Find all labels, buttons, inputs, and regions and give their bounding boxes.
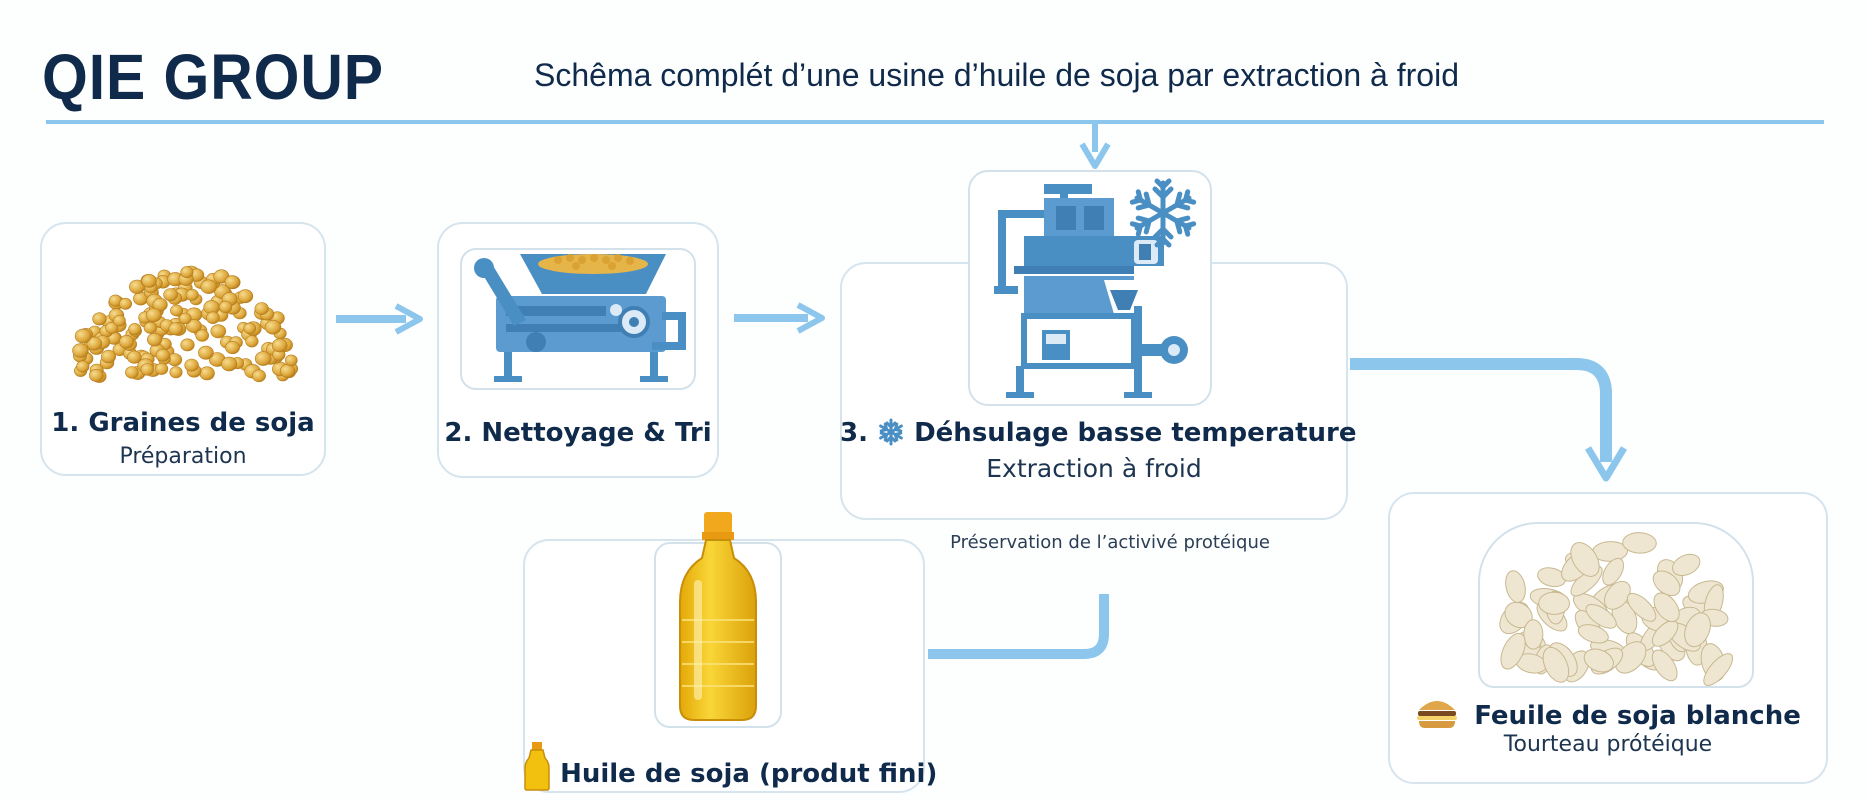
step3-subtitle: Extraction à froid <box>986 454 1202 483</box>
arrow-step2-to-step3 <box>734 302 825 334</box>
step1-subtitle: Préparation <box>119 444 247 469</box>
dehuller-machine <box>994 184 1188 398</box>
step3-title-line: 3. Déhsulage basse temperature <box>840 418 1357 448</box>
cake-subtitle: Tourteau prótéique <box>1503 732 1713 757</box>
arrow-step3-to-cake <box>1350 358 1628 482</box>
diagram-title: Schêma complét d’une usine d’huile de so… <box>534 57 1459 93</box>
header-rule <box>46 120 1824 124</box>
bottle-icon <box>524 742 550 791</box>
step3-prefix: 3. <box>840 418 868 448</box>
connector-step3-to-oil <box>928 594 1109 659</box>
step3-note: Préservation de l’activivé protéique <box>950 532 1270 553</box>
oil-bottle <box>679 512 757 721</box>
step1-title: 1. Graines de soja <box>51 408 315 438</box>
arrow-step1-to-step2 <box>336 303 423 335</box>
cake-title: Feuile de soja blanche <box>1474 701 1801 731</box>
burger-icon <box>1417 701 1458 728</box>
oil-title-line: Huile de soja (produt fini) <box>523 740 937 792</box>
snowflake-icon <box>1130 178 1196 246</box>
step3-title: Déhsulage basse temperature <box>914 418 1357 448</box>
soy-flakes <box>1499 532 1734 686</box>
oil-title: Huile de soja (produt fini) <box>560 759 938 789</box>
soybean-pile <box>72 265 299 383</box>
snowflake-icon-small <box>877 418 905 446</box>
brand-logo: QIE GROUP <box>42 41 384 113</box>
step2-title: 2. Nettoyage & Tri <box>444 418 712 448</box>
cake-title-line: Feuile de soja blanche <box>1388 696 1828 731</box>
down-arrow-into-step3 <box>1079 122 1111 169</box>
cleaning-machine <box>474 254 686 382</box>
